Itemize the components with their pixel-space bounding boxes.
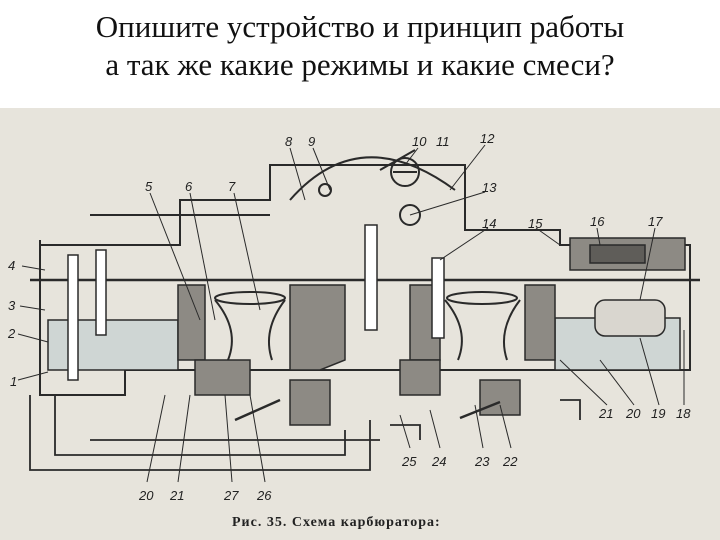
label-13: 13	[482, 180, 497, 195]
title-line-2: а так же какие режимы и какие смеси?	[105, 47, 615, 82]
external-pipes	[29, 395, 581, 471]
throttle-valves	[234, 398, 501, 422]
label-6: 6	[185, 179, 193, 194]
label-5: 5	[145, 179, 153, 194]
label-20-left: 20	[138, 488, 154, 503]
label-2: 2	[7, 326, 16, 341]
label-21-right: 21	[598, 406, 613, 421]
solenoid-block	[569, 237, 686, 271]
label-10: 10	[412, 134, 427, 149]
label-14: 14	[482, 216, 496, 231]
label-3: 3	[8, 298, 16, 313]
label-26: 26	[256, 488, 272, 503]
label-21-left: 21	[169, 488, 184, 503]
label-23: 23	[474, 454, 490, 469]
label-11: 11	[436, 134, 450, 149]
slide-title: Опишите устройство и принцип работы а та…	[0, 8, 720, 84]
label-19: 19	[651, 406, 665, 421]
diagram-labels: 1 2 3 4 5 6 7 8 9 10 11 12 13 14 15 16 1…	[7, 131, 691, 503]
callout-lines	[17, 144, 685, 483]
title-line-1: Опишите устройство и принцип работы	[95, 9, 625, 44]
air-intake-dome	[289, 149, 456, 226]
label-27: 27	[223, 488, 239, 503]
figure-caption: Рис. 35. Схема карбюратора:	[232, 515, 441, 530]
label-24: 24	[431, 454, 446, 469]
float	[594, 299, 666, 337]
label-22: 22	[502, 454, 518, 469]
label-25: 25	[401, 454, 417, 469]
label-18: 18	[676, 406, 691, 421]
label-1: 1	[10, 374, 17, 389]
label-4: 4	[8, 258, 15, 273]
label-8: 8	[285, 134, 293, 149]
venturi-right	[444, 291, 521, 361]
label-7: 7	[228, 179, 236, 194]
label-20-right: 20	[625, 406, 641, 421]
label-9: 9	[308, 134, 315, 149]
label-12: 12	[480, 131, 495, 146]
nozzle-tubes	[67, 224, 445, 381]
label-16: 16	[590, 214, 605, 229]
venturi-left	[214, 291, 286, 361]
label-15: 15	[528, 216, 543, 231]
label-17: 17	[648, 214, 663, 229]
